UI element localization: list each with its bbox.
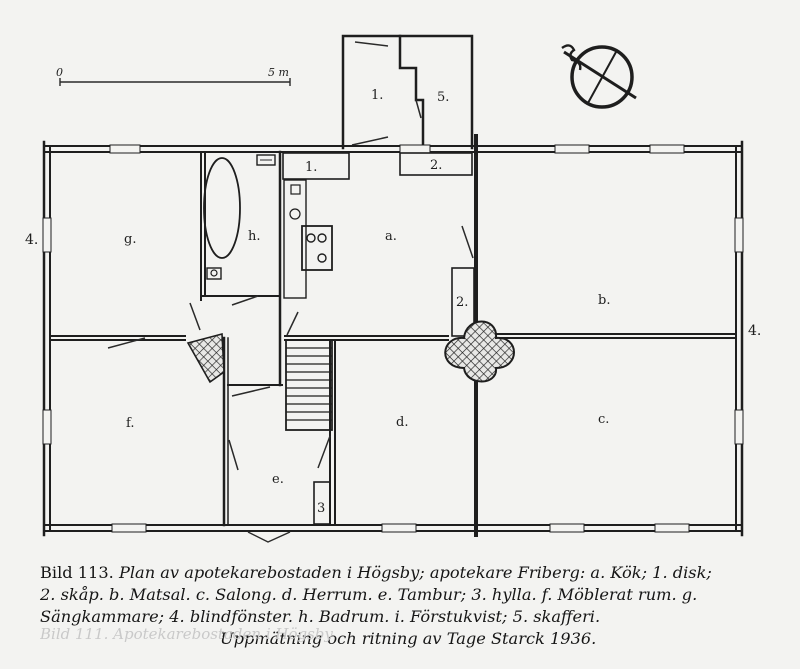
room-label-c: c. xyxy=(598,412,609,427)
floor-plan: 0 5 m 1. 5. xyxy=(25,34,761,543)
room-label-h: h. xyxy=(248,229,261,244)
caption-line-4: Uppmätning och ritning av Tage Starck 19… xyxy=(220,629,597,648)
scale-start-label: 0 xyxy=(56,66,63,79)
bathroom-fixtures xyxy=(203,154,276,280)
caption-line-3: Sängkammare; 4. blindfönster. h. Badrum.… xyxy=(40,607,601,626)
room-label-f: f. xyxy=(126,416,134,431)
outer-walls xyxy=(42,140,744,543)
corner-stove-icon xyxy=(186,332,225,384)
room-labels: a. b. c. d. e. f. g. h. 4. 4. xyxy=(25,229,761,487)
window-label-4-right: 4. xyxy=(748,323,761,339)
caption-line-1: Plan av apotekarebostaden i Högsby; apot… xyxy=(118,563,712,582)
room-label-g: g. xyxy=(124,232,136,247)
compass-north-icon xyxy=(561,44,637,109)
room-label-b: b. xyxy=(598,293,610,308)
kitchen-fixtures: 1. 2. 2. xyxy=(282,152,475,337)
porch-block: 1. 5. xyxy=(341,34,474,150)
window-label-4-left: 4. xyxy=(25,232,38,248)
room-label-e: e. xyxy=(272,472,284,487)
shelf-3: 3 xyxy=(313,481,331,525)
fixture-label-disk: 1. xyxy=(305,160,317,175)
door-swings xyxy=(107,225,474,471)
room-label-d: d. xyxy=(396,415,408,430)
room-label-5: 5. xyxy=(437,90,449,105)
fixture-label-hylla: 3 xyxy=(317,501,325,516)
bleed-through-text: Bild 111. Apotekarebostaden i Högsby xyxy=(40,625,333,643)
figure-caption: Bild 113. Plan av apotekarebostaden i Hö… xyxy=(40,562,790,650)
stove-icon xyxy=(301,225,333,271)
bathtub xyxy=(203,157,241,259)
caption-prefix: Bild 113. xyxy=(40,563,114,582)
fixture-label-skap-top: 2. xyxy=(430,158,442,173)
caption-line-2: 2. skåp. b. Matsal. c. Salong. d. Herrum… xyxy=(40,585,698,604)
sink-icon xyxy=(206,267,222,280)
staircase xyxy=(285,339,333,431)
bath-vent-icon xyxy=(256,154,276,166)
interior-walls xyxy=(49,134,737,537)
tiled-stoves xyxy=(186,320,515,384)
scale-bar: 0 5 m xyxy=(56,66,291,86)
central-stove-icon xyxy=(444,320,515,383)
room-label-a: a. xyxy=(385,229,397,244)
fixture-label-skap-side: 2. xyxy=(456,295,468,310)
scale-end-label: 5 m xyxy=(268,66,289,79)
room-label-i: 1. xyxy=(371,88,383,103)
